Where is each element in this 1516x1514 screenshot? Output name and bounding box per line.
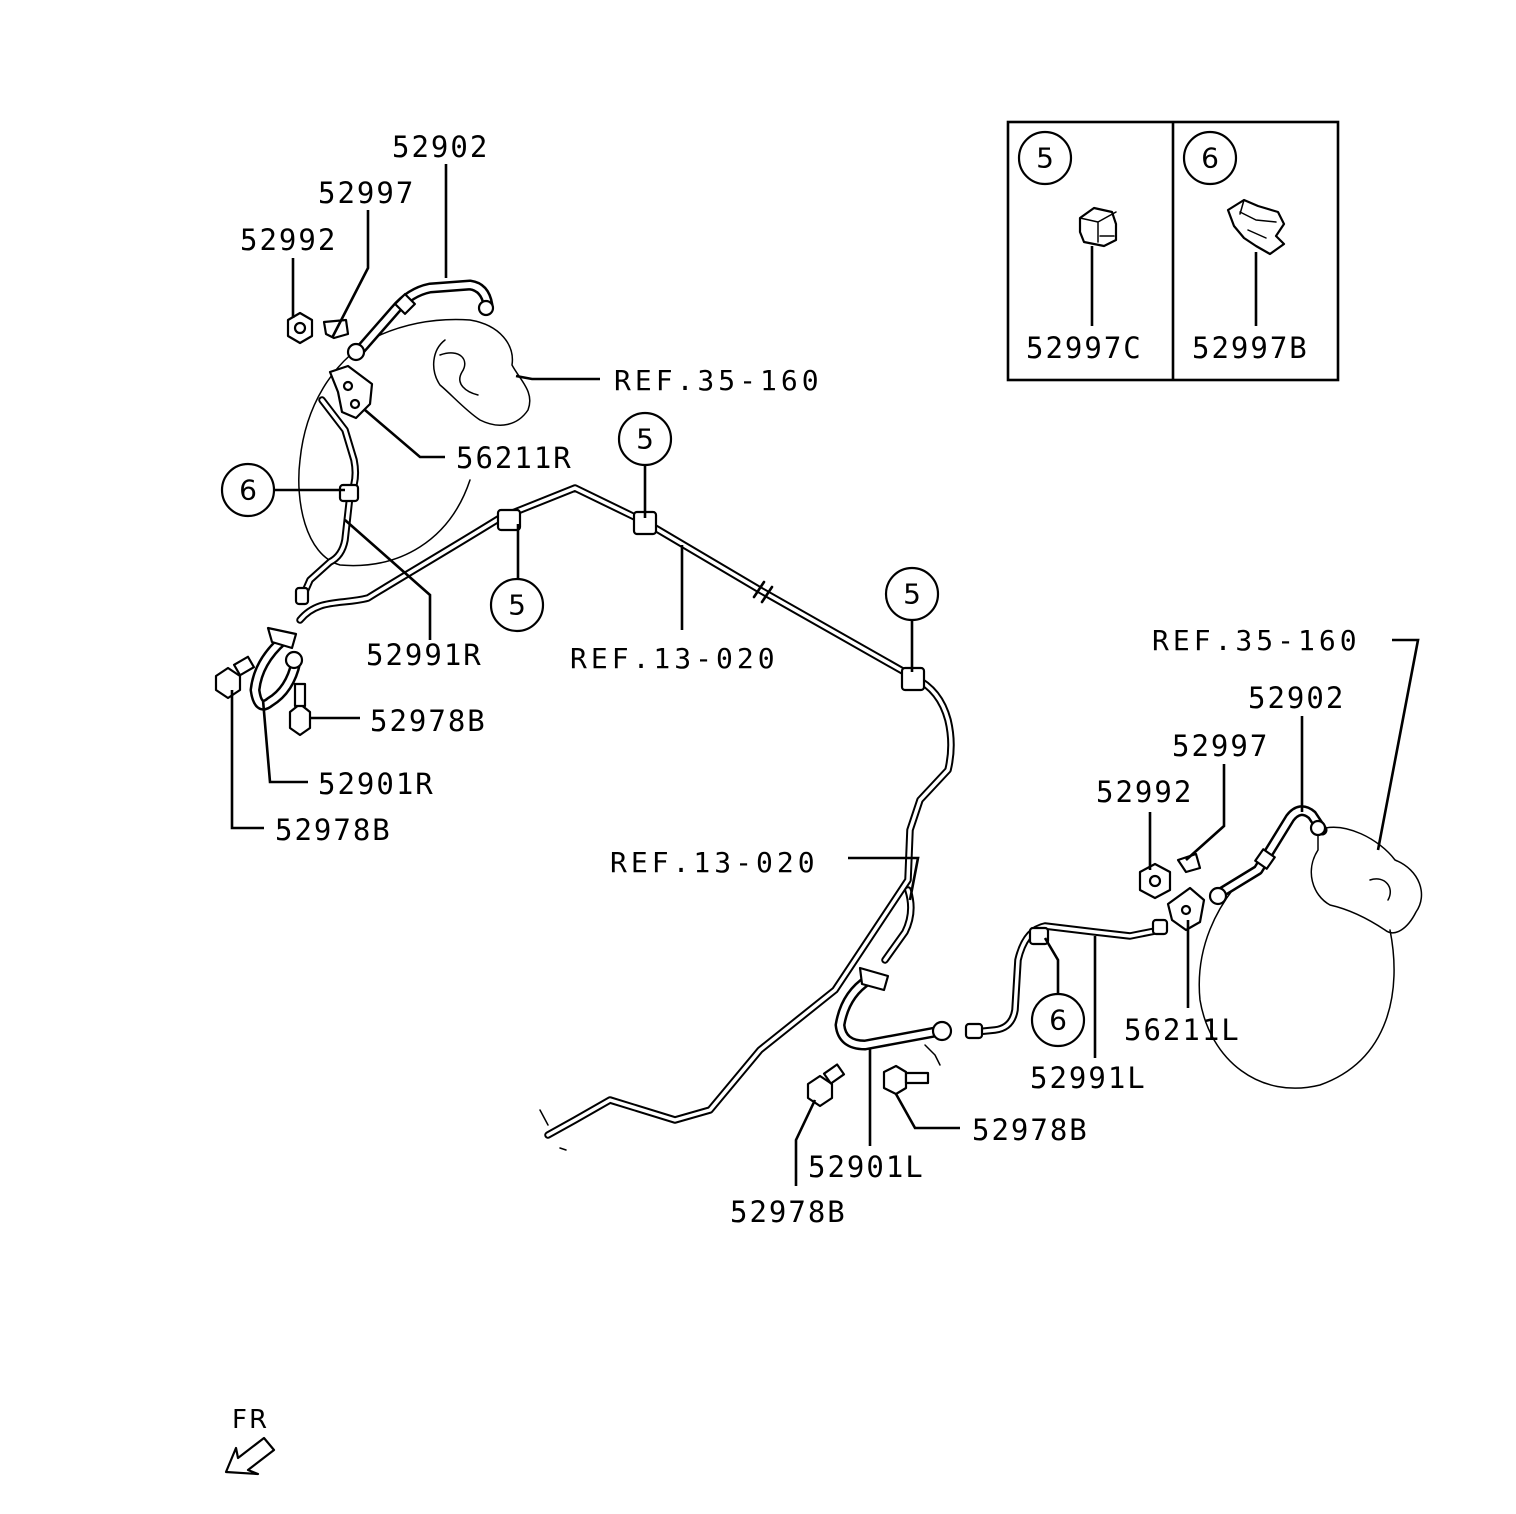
label-56211L: 56211L [1124,1013,1241,1047]
left-flex-hose-52902 [1208,805,1328,906]
label-52992-left: 52992 [1096,775,1193,809]
callout-5-middle: 5 [489,577,545,633]
leader-lines [230,164,1420,1186]
right-caliper-outline [298,318,531,567]
label-52978B-right-b: 52978B [275,813,392,847]
label-52901L: 52901L [808,1150,925,1184]
clip-52997C-drawing [1078,206,1118,248]
left-nut-52992 [1138,862,1172,900]
label-ref-35-160-left: REF.35-160 [1152,624,1361,657]
svg-text:5: 5 [508,589,526,622]
callout-6-right: 6 [1030,992,1086,1048]
svg-text:5: 5 [903,578,921,611]
right-nut-52992 [286,311,314,345]
label-52978B-right-a: 52978B [370,704,487,738]
left-bolt-52978B-b [806,1063,846,1108]
tube-clip-a [496,508,522,532]
label-56211R: 56211R [456,441,573,475]
right-bracket-56211R [328,364,374,420]
svg-text:6: 6 [1049,1004,1067,1037]
label-52901R: 52901R [318,767,435,801]
label-52992-right: 52992 [240,223,337,257]
callout-6-left: 6 [220,462,276,518]
label-52991R: 52991R [366,638,483,672]
label-ref-35-160-right: REF.35-160 [614,364,823,397]
label-52902-left: 52902 [1248,681,1345,715]
svg-text:6: 6 [239,474,257,507]
svg-text:5: 5 [636,423,654,456]
left-flex-hose-52901L [834,966,953,1066]
label-ref-13-020-lower: REF.13-020 [610,846,819,879]
label-52978B-left-a: 52978B [972,1113,1089,1147]
inset-callout-6: 6 [1182,130,1238,186]
inset-label-52997C: 52997C [1026,331,1143,365]
clip-52997B-drawing [1226,198,1286,256]
svg-text:5: 5 [1036,142,1054,175]
label-52978B-left-b: 52978B [730,1195,847,1229]
label-52902-right: 52902 [392,130,489,164]
right-tube-52991R [294,396,360,606]
callout-5-right: 5 [884,566,940,622]
right-flex-hose-52902 [346,279,495,362]
left-caliper-outline [1198,826,1423,1089]
front-direction-indicator: FR [224,1405,276,1476]
left-tube-52991L [964,918,1169,1040]
label-ref-13-020-upper: REF.13-020 [570,642,779,675]
inset-label-52997B: 52997B [1192,331,1309,365]
label-52997-left: 52997 [1172,729,1269,763]
front-arrow-icon [224,1436,276,1476]
right-bolt-52978B-b [214,655,256,700]
right-flex-hose-52901R [249,626,304,711]
left-bracket-56211L [1166,886,1206,932]
main-brake-tube [296,484,955,1151]
callout-5-top: 5 [617,411,673,467]
part-labels: 52902 52997 52992 REF.35-160 56211R 5299… [240,130,1361,1229]
label-52991L: 52991L [1030,1061,1147,1095]
inset-callout-5: 5 [1017,130,1073,186]
right-bolt-52978B-a [288,682,312,737]
front-label: FR [232,1405,269,1435]
svg-text:6: 6 [1201,142,1219,175]
inset-panel: 5 52997C 6 52997B [1006,120,1340,382]
left-bolt-52978B-a [882,1064,930,1096]
label-52997-right: 52997 [318,176,415,210]
